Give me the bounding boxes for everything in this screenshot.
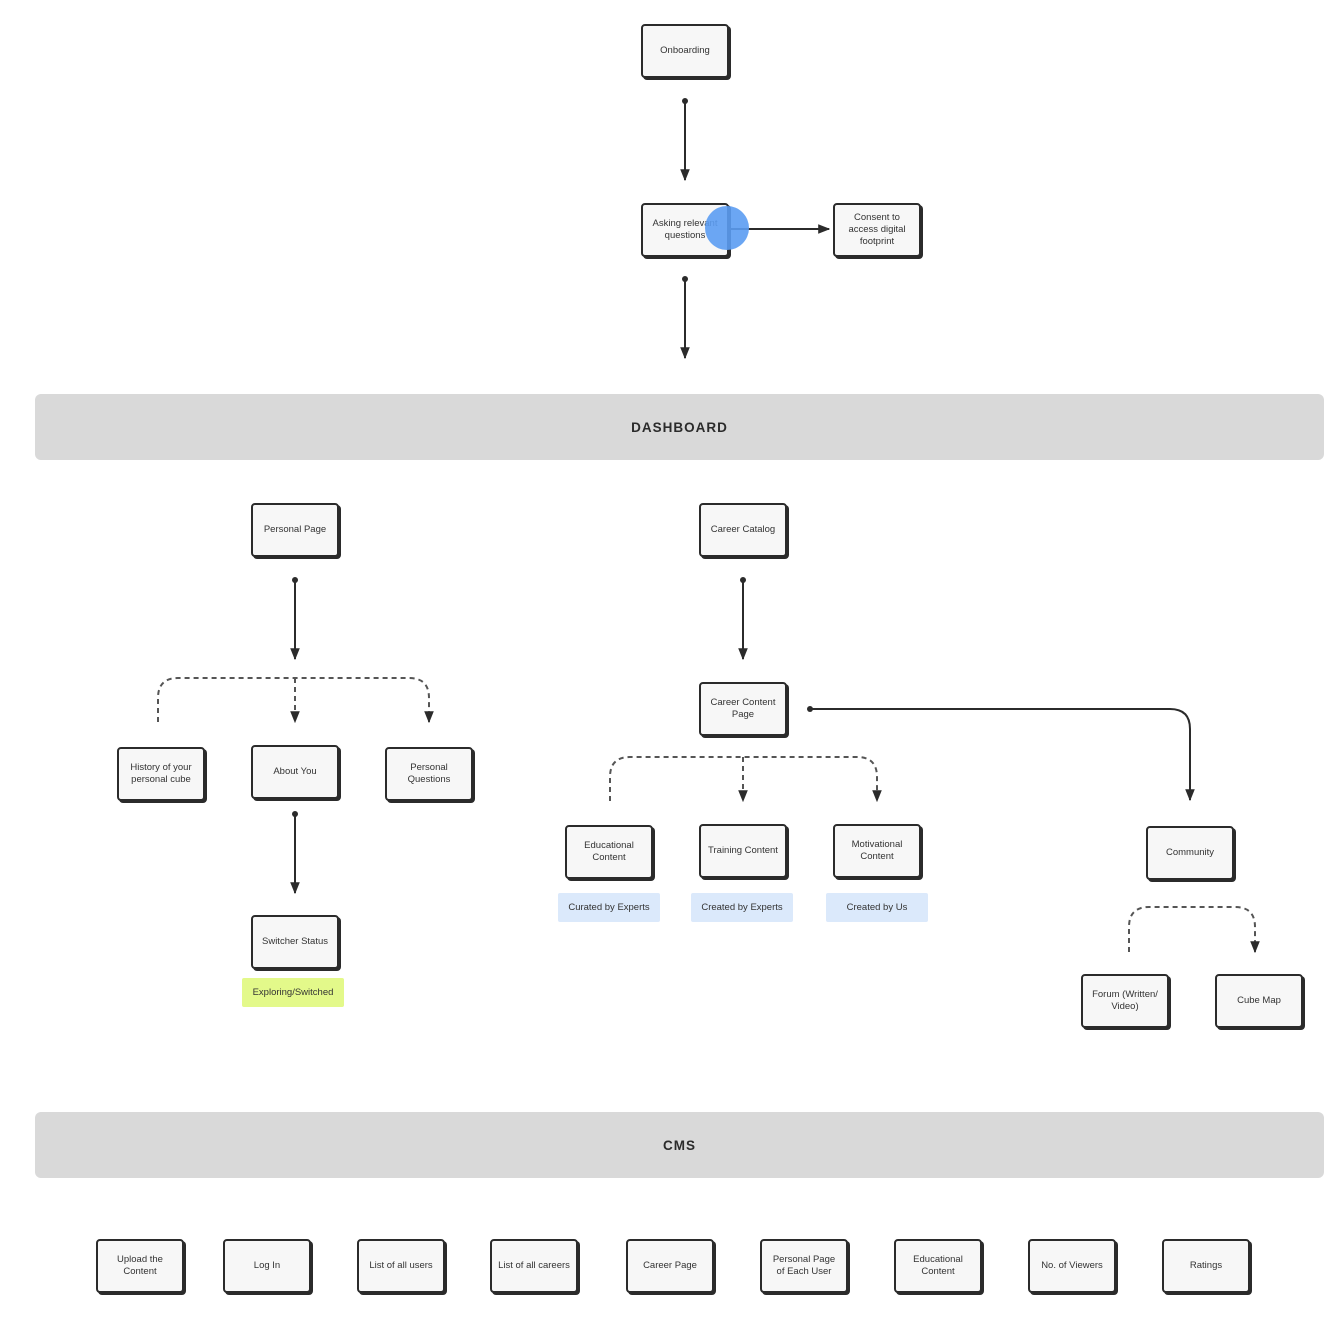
tag-curated-by-experts: Curated by Experts	[558, 893, 660, 922]
tag-switcher-status: Exploring/Switched	[242, 978, 344, 1007]
node-consent[interactable]: Consent to access digital footprint	[833, 203, 921, 257]
connector-content-page-community	[810, 708, 1195, 802]
node-personal-questions[interactable]: Personal Questions	[385, 747, 473, 801]
cms-item-log-in[interactable]: Log In	[223, 1239, 311, 1293]
node-personal-page[interactable]: Personal Page	[251, 503, 339, 557]
node-motivational-content[interactable]: Motivational Content	[833, 824, 921, 878]
dashboard-section-header: DASHBOARD	[35, 394, 1324, 460]
node-about-you[interactable]: About You	[251, 745, 339, 799]
cms-item-ratings[interactable]: Ratings	[1162, 1239, 1250, 1293]
node-training-content[interactable]: Training Content	[699, 824, 787, 878]
connector-dot	[682, 98, 688, 104]
connector-dot	[292, 811, 298, 817]
cms-item-list-careers[interactable]: List of all careers	[490, 1239, 578, 1293]
cms-item-list-users[interactable]: List of all users	[357, 1239, 445, 1293]
node-switcher-status[interactable]: Switcher Status	[251, 915, 339, 969]
node-forum[interactable]: Forum (Written/ Video)	[1081, 974, 1169, 1028]
cms-item-upload-content[interactable]: Upload the Content	[96, 1239, 184, 1293]
cms-item-career-page[interactable]: Career Page	[626, 1239, 714, 1293]
cms-item-no-of-viewers[interactable]: No. of Viewers	[1028, 1239, 1116, 1293]
cursor-indicator	[705, 206, 749, 250]
node-career-content-page[interactable]: Career Content Page	[699, 682, 787, 736]
node-cube-map[interactable]: Cube Map	[1215, 974, 1303, 1028]
cms-section-header: CMS	[35, 1112, 1324, 1178]
branch-community	[1128, 906, 1260, 954]
tag-created-by-experts: Created by Experts	[691, 893, 793, 922]
branch-personal	[157, 677, 434, 724]
node-onboarding[interactable]: Onboarding	[641, 24, 729, 78]
connector-dot	[682, 276, 688, 282]
node-community[interactable]: Community	[1146, 826, 1234, 880]
tag-created-by-us: Created by Us	[826, 893, 928, 922]
node-history[interactable]: History of your personal cube	[117, 747, 205, 801]
branch-career	[609, 756, 882, 803]
connector-dot	[807, 706, 813, 712]
connector-dot	[740, 577, 746, 583]
connector-dot	[292, 577, 298, 583]
node-educational-content[interactable]: Educational Content	[565, 825, 653, 879]
cms-item-personal-page-each-user[interactable]: Personal Page of Each User	[760, 1239, 848, 1293]
node-career-catalog[interactable]: Career Catalog	[699, 503, 787, 557]
cms-item-educational-content[interactable]: Educational Content	[894, 1239, 982, 1293]
